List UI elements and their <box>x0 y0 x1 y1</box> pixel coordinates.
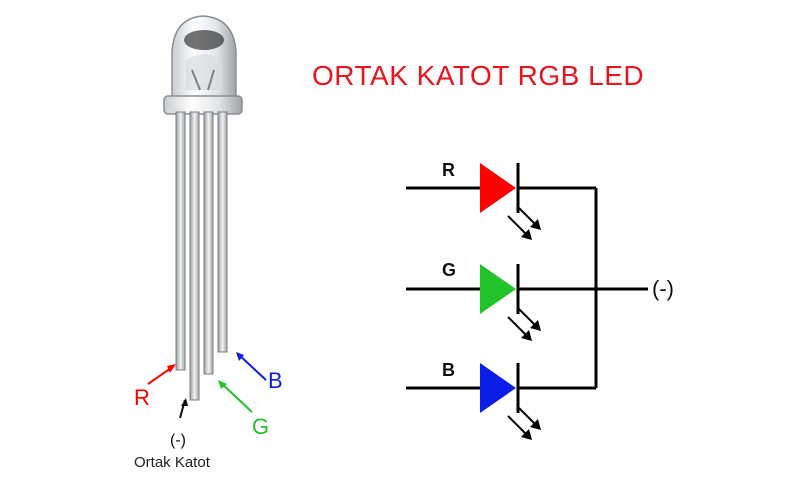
emission-arrow-head <box>521 429 532 440</box>
emission-arrow-head <box>521 229 532 240</box>
emission-arrow-head <box>530 219 541 230</box>
light-emission-arrows-icon <box>507 306 541 341</box>
emission-arrow-line <box>516 405 538 427</box>
emission-arrow-head <box>521 330 532 341</box>
light-emission-arrows-icon <box>507 405 541 440</box>
diagram-title: ORTAK KATOT RGB LED <box>312 60 645 91</box>
row-label-b: B <box>442 360 455 380</box>
arrow-to-b-pin <box>237 353 267 381</box>
diode-b <box>406 363 541 440</box>
emission-arrow-line <box>507 215 529 237</box>
photo-label-common-cathode: Ortak Katot <box>134 454 210 471</box>
photo-label-minus: (-) <box>170 432 186 449</box>
emission-arrow-line <box>507 316 529 338</box>
diode-r <box>406 163 541 240</box>
diode-g <box>406 264 541 341</box>
diode-triangle-icon <box>480 163 516 213</box>
emission-arrow-head <box>530 419 541 430</box>
photo-label-r: R <box>134 385 150 410</box>
photo-label-b: B <box>268 368 283 393</box>
row-label-r: R <box>442 160 455 180</box>
emission-arrow-line <box>516 205 538 227</box>
light-emission-arrows-icon <box>507 205 541 240</box>
output-label-negative: (-) <box>652 276 674 301</box>
photo-label-g: G <box>252 414 270 439</box>
rgb-led-photo <box>163 15 243 401</box>
emission-arrow-line <box>507 415 529 437</box>
arrow-to-g-pin <box>219 381 253 413</box>
diode-triangle-icon <box>480 363 516 413</box>
row-label-g: G <box>442 260 457 280</box>
diode-triangle-icon <box>480 264 516 314</box>
emission-arrow-head <box>530 320 541 331</box>
emission-arrow-line <box>516 306 538 328</box>
